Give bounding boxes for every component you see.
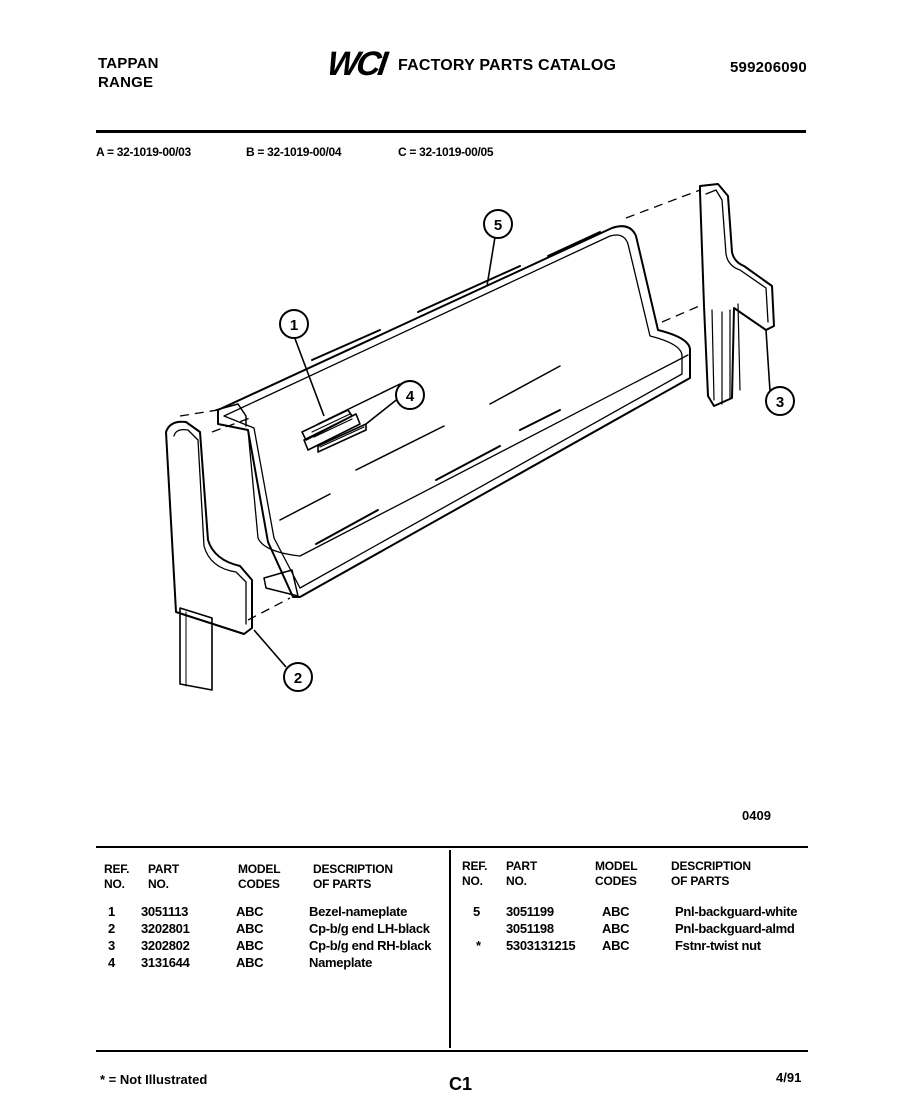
catalog-number: 599206090 [730,59,807,76]
desc-cell: Cp-b/g end LH-black [309,921,430,936]
lh-end-cap-outline [165,420,253,635]
callout-3-circle [765,386,795,416]
page-number: C1 [449,1074,473,1094]
codes-cell: ABC [236,955,264,970]
part-cell: 3051198 [506,921,554,936]
ref-cell: 3 [108,938,115,953]
desc-cell: Fstnr-twist nut [675,938,761,953]
part-cell: 3051199 [506,904,554,919]
desc-cell: Pnl-backguard-almd [675,921,795,936]
callout-2-label: 2 [294,670,302,687]
lh-end-cap-leg [179,607,213,691]
nameplate-shape [317,423,367,453]
ref-cell: 2 [108,921,115,936]
svg-text:WCI: WCI [330,46,392,80]
table-top-rule [96,846,808,848]
desc-cell: Pnl-backguard-white [675,904,798,919]
callout-4-label: 4 [406,388,415,405]
model-a: A = 32-1019-00/03 [96,145,191,159]
figure-code: 0409 [742,808,771,823]
product-type: RANGE [98,74,154,91]
backguard-panel-outline [217,225,691,598]
brand-name: TAPPAN [98,55,159,72]
desc-cell: Bezel-nameplate [309,904,408,919]
callout-4-circle [395,380,425,410]
callout-5-label: 5 [494,217,502,234]
ref-cell: 1 [108,904,115,919]
model-b: B = 32-1019-00/04 [246,145,342,159]
catalog-title: FACTORY PARTS CATALOG [398,57,617,74]
ref-cell: 5 [473,904,480,919]
ref-cell: 4 [108,955,115,970]
table-bottom-rule [96,1050,808,1052]
callout-5-circle [483,209,513,239]
exploded-parts-diagram: 1 4 5 3 2 [165,183,795,692]
backguard-panel-inner [223,234,683,589]
part-cell: 3202801 [141,921,190,936]
ref-cell: * [476,938,481,953]
codes-cell: ABC [236,938,264,953]
not-illustrated-note: * = Not Illustrated [100,1072,208,1087]
header-ref-no-left: REF.NO. [104,862,130,891]
callout-2-circle [283,662,313,692]
rh-end-cap-outline [699,183,775,407]
codes-cell: ABC [602,921,630,936]
codes-cell: ABC [236,904,264,919]
callout-1-label: 1 [290,317,298,334]
part-cell: 3131644 [141,955,190,970]
codes-cell: ABC [236,921,264,936]
catalog-date: 4/91 [776,1070,802,1085]
part-cell: 3202802 [141,938,190,953]
part-cell: 5303131215 [506,938,576,953]
callout-3-label: 3 [776,394,784,411]
wci-logo: WCI [330,46,392,80]
desc-cell: Nameplate [309,955,373,970]
header-rule [96,130,806,133]
model-c: C = 32-1019-00/05 [398,145,494,159]
table-divider [449,850,451,1048]
header-ref-no-right: REF.NO. [462,859,488,888]
codes-cell: ABC [602,938,630,953]
codes-cell: ABC [602,904,630,919]
part-cell: 3051113 [141,904,189,919]
desc-cell: Cp-b/g end RH-black [309,938,432,953]
callout-1-circle [279,309,309,339]
